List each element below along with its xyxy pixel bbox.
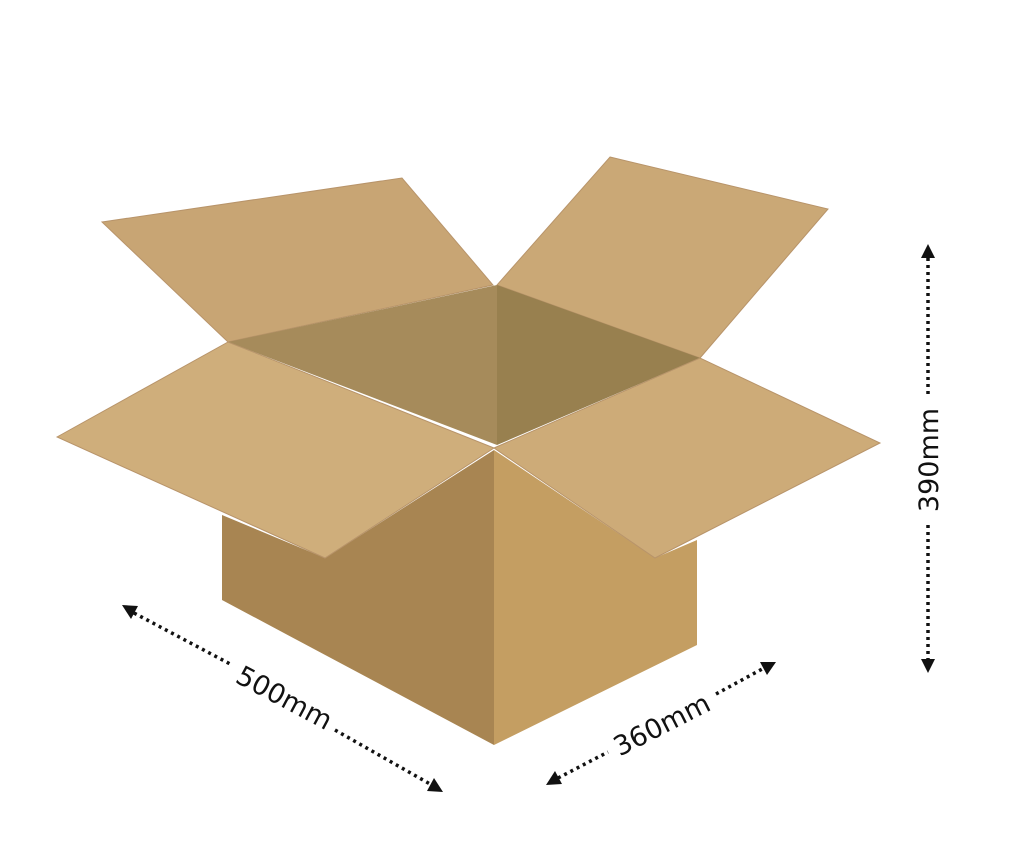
front-right-flap — [492, 357, 882, 559]
front-face — [222, 450, 494, 745]
interior-left-wall — [228, 285, 497, 445]
arrowhead-down-icon — [921, 659, 935, 673]
cardboard-box — [55, 156, 882, 745]
side-face — [494, 450, 697, 745]
arrowhead-right-icon — [427, 778, 443, 792]
arrowhead-right-icon — [760, 662, 776, 675]
height-dimension: 390mm — [914, 244, 945, 673]
arrowhead-left-icon — [122, 605, 138, 619]
arrowhead-left-icon — [546, 771, 562, 785]
arrowhead-up-icon — [921, 244, 935, 258]
length-label: 500mm — [231, 660, 338, 736]
back-left-flap — [100, 177, 494, 343]
interior-right-wall — [497, 285, 700, 445]
height-label: 390mm — [914, 408, 945, 512]
depth-label: 360mm — [609, 688, 716, 763]
